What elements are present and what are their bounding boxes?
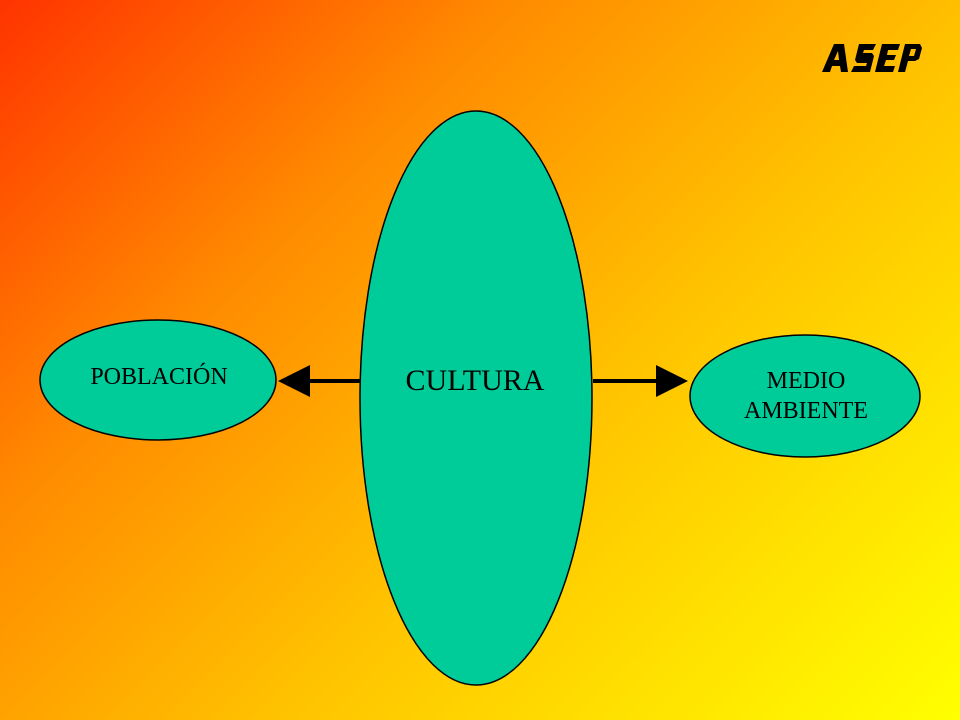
poblacion-label: POBLACIÓN <box>90 364 228 390</box>
asep-logo-icon <box>822 44 922 72</box>
node-cultura <box>359 110 593 686</box>
medio-ambiente-label: MEDIO AMBIENTE <box>692 366 920 426</box>
node-medio-ambiente <box>689 334 921 458</box>
medio-ambiente-label-line2: AMBIENTE <box>744 398 868 424</box>
node-poblacion <box>39 319 277 441</box>
cultura-label: CULTURA <box>405 364 545 397</box>
medio-ambiente-label-line1: MEDIO <box>766 368 846 394</box>
